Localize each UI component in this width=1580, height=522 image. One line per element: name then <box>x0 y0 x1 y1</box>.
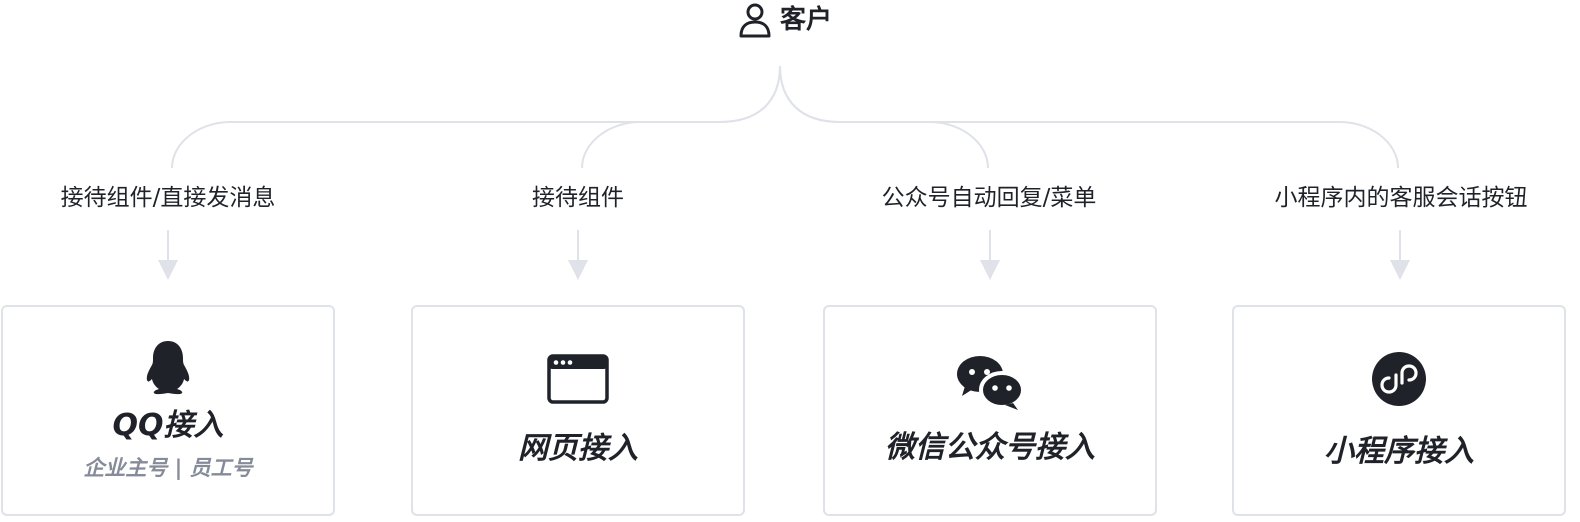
edge-label-qq: 接待组件/直接发消息 <box>60 185 276 211</box>
qq-penguin-icon <box>146 341 190 395</box>
arrow-wechat <box>980 230 1000 280</box>
arrow-web <box>568 230 588 280</box>
card-subtitle-qq: 企业主号 | 员工号 <box>83 455 253 480</box>
card-wechat[interactable]: 微信公众号接入 <box>823 305 1157 516</box>
card-title-wechat: 微信公众号接入 <box>885 430 1095 466</box>
root-node-customer: 客户 <box>720 0 850 40</box>
browser-window-icon <box>547 354 609 404</box>
card-miniprogram[interactable]: 小程序接入 <box>1232 305 1566 516</box>
card-title-qq: QQ接入 <box>112 408 224 444</box>
card-title-miniprogram: 小程序接入 <box>1324 434 1474 470</box>
edge-label-web: 接待组件 <box>532 185 624 211</box>
branch-line-miniprogram <box>779 65 1399 169</box>
card-qq[interactable]: QQ接入 企业主号 | 员工号 <box>1 305 335 516</box>
wechat-icon <box>957 356 1025 411</box>
mini-program-icon <box>1372 352 1426 407</box>
branch-line-qq <box>171 65 781 169</box>
edge-label-miniprogram: 小程序内的客服会话按钮 <box>1274 185 1528 211</box>
root-label: 客户 <box>779 5 832 35</box>
arrow-qq <box>158 230 178 280</box>
user-icon <box>739 3 771 38</box>
edge-label-wechat: 公众号自动回复/菜单 <box>881 185 1097 211</box>
branch-line-web <box>581 65 781 169</box>
arrow-miniprogram <box>1390 230 1410 280</box>
card-title-web: 网页接入 <box>518 431 638 467</box>
card-web[interactable]: 网页接入 <box>411 305 745 516</box>
